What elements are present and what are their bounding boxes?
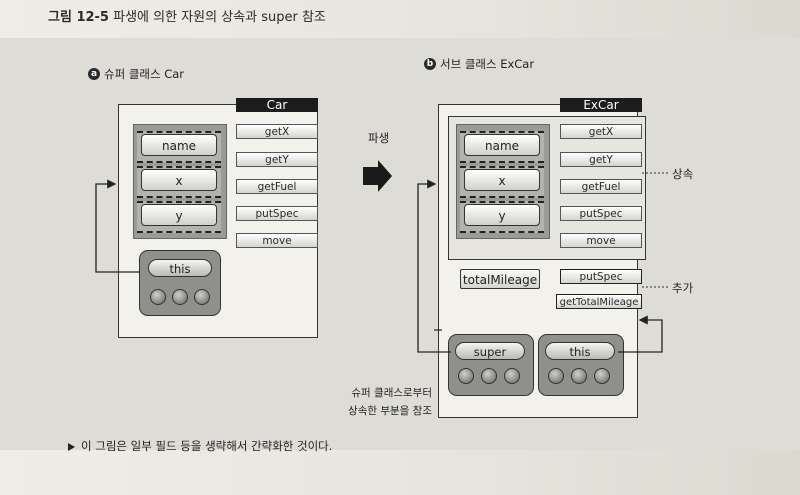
- car-field-y: y: [141, 204, 217, 226]
- super-ref-dot-3: [504, 368, 520, 384]
- excar-field-name: name: [464, 134, 540, 156]
- car-class-name: Car: [236, 98, 318, 112]
- excar-this-label: this: [545, 342, 615, 360]
- super-reference-note: 슈퍼 클래스로부터 상속한 부분을 참조: [322, 384, 432, 420]
- excar-method-putSpec-override: putSpec: [560, 269, 642, 284]
- car-this-arrow: [95, 179, 140, 273]
- this-ref-dot-1: [548, 368, 564, 384]
- superclass-label: a 슈퍼 클래스 Car: [88, 66, 184, 82]
- subclass-label-text: 서브 클래스 ExCar: [440, 57, 535, 71]
- super-reference-note-line1: 슈퍼 클래스로부터: [351, 387, 432, 399]
- this-arrow: [618, 315, 663, 353]
- excar-method-getY: getY: [560, 152, 642, 167]
- this-ref-dot-3: [594, 368, 610, 384]
- badge-a: a: [88, 68, 100, 80]
- figure-caption: 파생에 의한 자원의 상속과 super 참조: [113, 10, 326, 25]
- car-field-x: x: [141, 169, 217, 191]
- excar-method-getX: getX: [560, 124, 642, 139]
- footer-note: 이 그림은 일부 필드 등을 생략해서 간략화한 것이다.: [68, 438, 332, 454]
- badge-b: b: [424, 58, 436, 70]
- super-arrow: [417, 179, 451, 353]
- add-label: 추가: [672, 281, 694, 295]
- superclass-label-text: 슈퍼 클래스 Car: [104, 67, 185, 81]
- car-this-label: this: [148, 259, 212, 277]
- excar-method-getFuel: getFuel: [560, 179, 642, 194]
- car-ref-dot-1: [150, 289, 166, 305]
- car-method-getFuel: getFuel: [236, 179, 318, 194]
- excar-field-y: y: [464, 204, 540, 226]
- subclass-label: b 서브 클래스 ExCar: [424, 56, 534, 72]
- footer-text: 이 그림은 일부 필드 등을 생략해서 간략화한 것이다.: [81, 439, 333, 453]
- derive-arrow-icon: [363, 160, 392, 192]
- car-ref-dot-3: [194, 289, 210, 305]
- excar-method-move: move: [560, 233, 642, 248]
- bullet-triangle-icon: [68, 442, 75, 451]
- inherit-label: 상속: [672, 167, 694, 181]
- super-reference-note-line2: 상속한 부분을 참조: [348, 405, 432, 417]
- derive-label: 파생: [368, 131, 390, 145]
- excar-field-x: x: [464, 169, 540, 191]
- excar-super-label: super: [455, 342, 525, 360]
- car-method-getY: getY: [236, 152, 318, 167]
- super-ref-dot-2: [481, 368, 497, 384]
- super-ref-dot-1: [458, 368, 474, 384]
- figure-number: 그림 12-5: [48, 10, 109, 25]
- excar-method-getTotalMileage: getTotalMileage: [556, 294, 642, 309]
- car-method-putSpec: putSpec: [236, 206, 318, 221]
- this-ref-dot-2: [571, 368, 587, 384]
- excar-method-putSpec: putSpec: [560, 206, 642, 221]
- car-ref-dot-2: [172, 289, 188, 305]
- car-method-getX: getX: [236, 124, 318, 139]
- excar-field-totalMileage: totalMileage: [460, 269, 540, 289]
- car-method-move: move: [236, 233, 318, 248]
- excar-class-name: ExCar: [560, 98, 642, 112]
- figure-title: 그림 12-5 파생에 의한 자원의 상속과 super 참조: [48, 6, 326, 25]
- car-field-name: name: [141, 134, 217, 156]
